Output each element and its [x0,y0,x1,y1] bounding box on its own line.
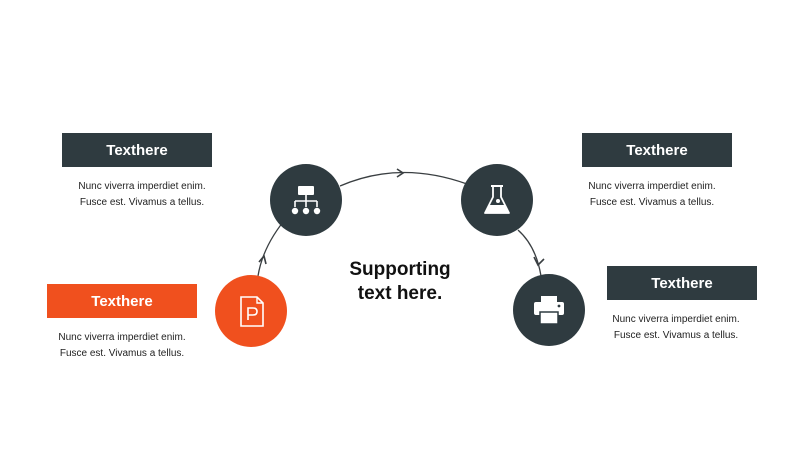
step-1-desc-line1: Nunc viverra imperdiet enim. [58,332,186,343]
step-3-desc-line1: Nunc viverra imperdiet enim. [588,181,716,192]
arrowhead-1 [258,254,267,265]
center-supporting-text: Supporting text here. [330,258,470,306]
step-circle-4 [513,274,585,346]
arrowhead-3 [533,256,545,267]
flask-icon [484,185,510,214]
step-4-description: Nunc viverra imperdiet enim. Fusce est. … [601,312,751,344]
printer-icon [534,296,564,325]
center-text-line1: Supporting [349,259,451,280]
step-4-desc-line1: Nunc viverra imperdiet enim. [612,314,740,325]
step-3-desc-line2: Fusce est. Vivamus a tellus. [589,197,715,208]
step-2-desc-line1: Nunc viverra imperdiet enim. [78,181,206,192]
step-4-title: Texthere [607,266,757,300]
center-text-line2: text here. [357,283,443,304]
step-1-desc-line2: Fusce est. Vivamus a tellus. [59,348,185,359]
step-3-description: Nunc viverra imperdiet enim. Fusce est. … [577,179,727,211]
connector-arc-3 [517,229,542,277]
step-3-title: Texthere [582,133,732,167]
arrowhead-2 [396,168,405,178]
step-1-description: Nunc viverra imperdiet enim. Fusce est. … [47,330,197,362]
step-circle-2 [270,164,342,236]
hierarchy-icon [291,186,321,215]
step-4-desc-line2: Fusce est. Vivamus a tellus. [613,330,739,341]
document-p-icon [240,296,264,327]
step-circle-1 [215,275,287,347]
step-2-description: Nunc viverra imperdiet enim. Fusce est. … [67,179,217,211]
connector-arc-2 [339,171,468,187]
step-circle-3 [461,164,533,236]
step-2-title: Texthere [62,133,212,167]
step-2-desc-line2: Fusce est. Vivamus a tellus. [79,197,205,208]
step-1-title: Texthere [47,284,197,318]
